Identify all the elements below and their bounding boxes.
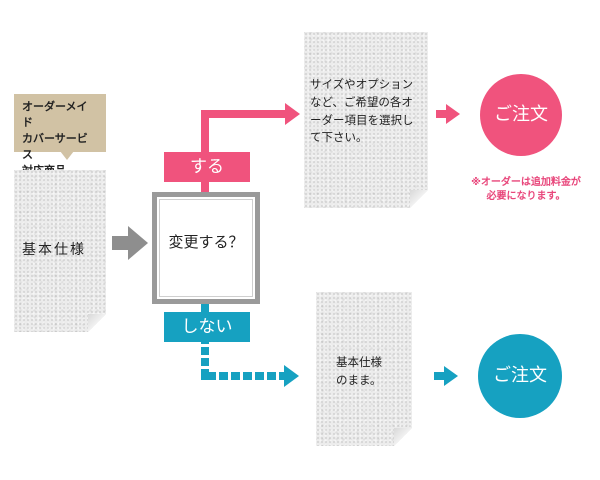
keep-spec-line-2: のまま。: [336, 372, 382, 387]
callout-line-2: カバーサービス: [22, 131, 88, 161]
keep-spec-document: [316, 292, 412, 446]
surcharge-note-line-2: 必要になります。: [486, 190, 566, 202]
options-line-1: サイズやオプション: [310, 77, 414, 91]
options-instructions: サイズやオプション など、ご希望の各オ ーダー項目を選択し て下さい。: [310, 76, 428, 147]
change-decision-box: 変更する？: [152, 192, 260, 304]
keep-spec-line-1: 基本仕様: [336, 355, 382, 369]
arrow-yes-to-order: [436, 104, 460, 124]
arrow-basic-to-decision: [112, 226, 148, 260]
callout-pointer: [60, 151, 74, 160]
options-document: [304, 32, 428, 208]
no-tag: しない: [164, 312, 250, 342]
options-line-4: て下さい。: [310, 130, 368, 145]
surcharge-note-line-1: ※オーダーは追加料金が: [471, 177, 581, 188]
basic-spec-document: [14, 170, 106, 332]
custom-order-callout: オーダーメイド カバーサービス 対応商品: [14, 94, 106, 177]
order-circle-no[interactable]: ご注文: [478, 334, 562, 418]
basic-spec-label: 基本仕様: [22, 242, 86, 258]
order-label-yes: ご注文: [494, 104, 548, 125]
options-line-3: ーダー項目を選択し: [310, 112, 414, 127]
order-label-no: ご注文: [493, 365, 547, 386]
arrow-no-to-order: [434, 366, 458, 386]
options-line-2: など、ご希望の各オ: [310, 94, 413, 109]
decision-label: 変更する？: [168, 233, 244, 251]
callout-line-1: オーダーメイド: [22, 100, 88, 129]
keep-spec-text: 基本仕様 のまま。: [336, 354, 382, 390]
order-circle-yes[interactable]: ご注文: [480, 74, 562, 156]
surcharge-note: ※オーダーは追加料金が 必要になります。: [460, 176, 592, 203]
yes-tag: する: [164, 152, 250, 182]
